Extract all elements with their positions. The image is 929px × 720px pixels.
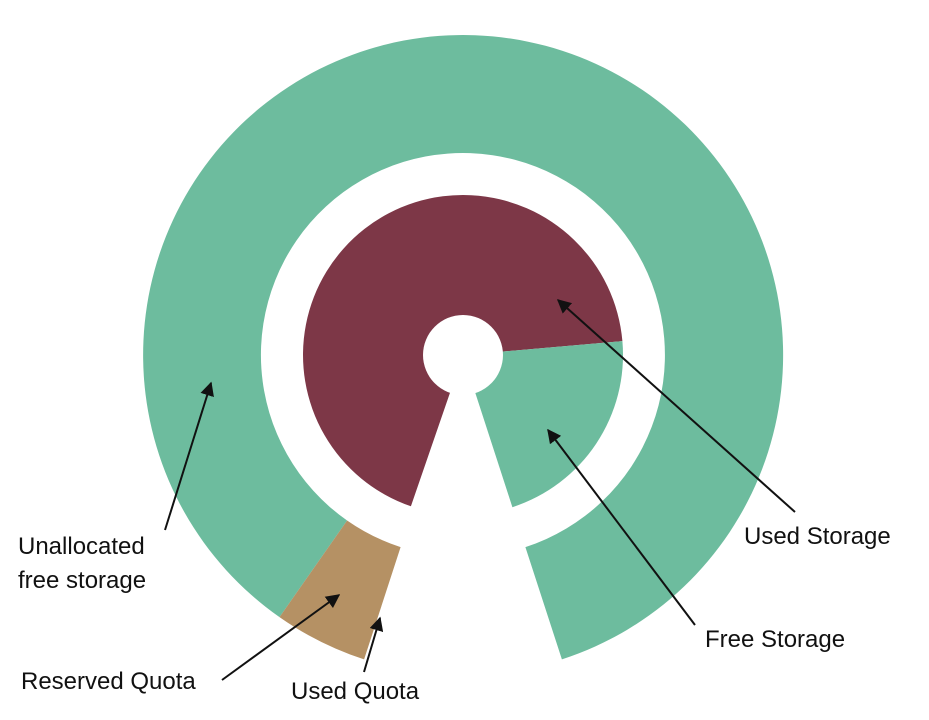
free-storage-wedge [463, 341, 624, 508]
unallocated-free-storage-ring [143, 35, 784, 660]
arrow-free-storage [547, 428, 696, 626]
arrow-used-quota [363, 616, 384, 673]
label-reserved-quota: Reserved Quota [21, 668, 196, 695]
arrow-unallocated [164, 381, 214, 531]
arrow-reserved-quota [221, 594, 341, 681]
label-used-quota: Used Quota [291, 678, 420, 705]
label-unallocated-line1: Unallocated [18, 533, 145, 560]
label-free-storage: Free Storage [705, 626, 846, 653]
center-hole [423, 315, 503, 395]
label-unallocated-line2: free storage [18, 567, 147, 594]
arrow-used-storage [556, 299, 796, 513]
label-used-storage: Used Storage [744, 523, 891, 550]
